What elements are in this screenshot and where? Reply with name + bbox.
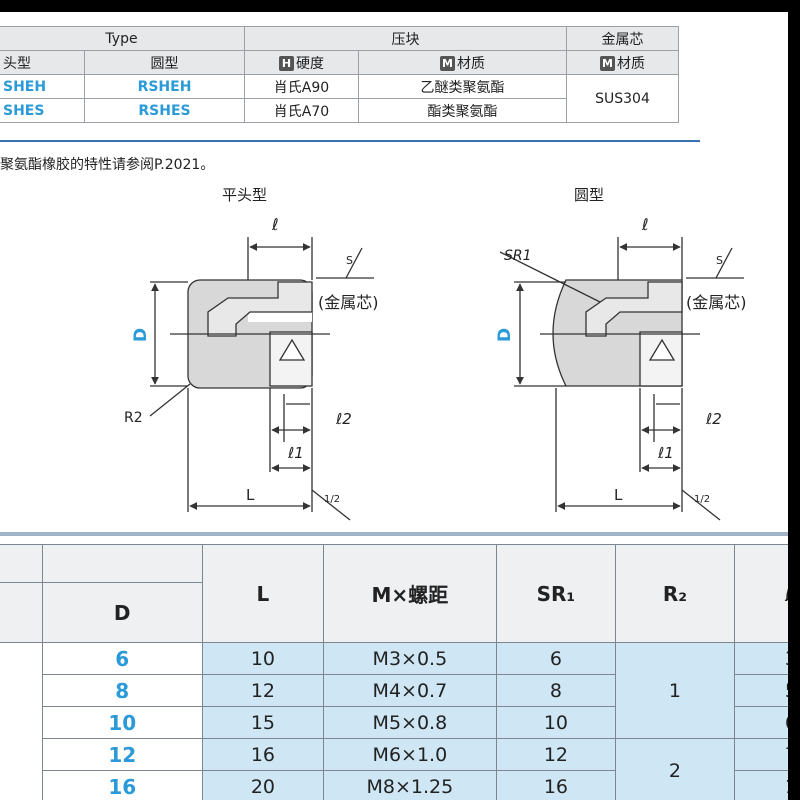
round-head-drawing: 圆型 ℓ SR1 D S (金属芯) ℓ2 ℓ1 (495, 186, 747, 521)
flat-head-title: 平头型 (222, 186, 267, 204)
R2-header: R₂ (614, 544, 735, 643)
D-value: 10 (41, 706, 203, 739)
L-header: L (201, 544, 324, 643)
M-value: M6×1.0 (322, 738, 497, 771)
round-type-code: RSHEH (84, 74, 245, 99)
round-type-subheader: 圆型 (84, 50, 245, 75)
L-value: 12 (201, 674, 324, 707)
flat-l1-label: ℓ1 (287, 444, 304, 462)
flat-D-dimension: D (131, 328, 151, 342)
R2-value: 1 (614, 642, 735, 739)
technical-drawings: 平头型 ℓ D S (金属芯) R2 ℓ2 (124, 186, 747, 521)
flat-type-code: SHES (0, 98, 85, 123)
flat-l-dimension: ℓ (271, 215, 279, 234)
hardness-badge-icon: H (279, 56, 294, 71)
round-metal-core-label: (金属芯) (686, 293, 747, 312)
dimension-table: L M×螺距 SR₁ R₂ ℓ D 6 10 M3×0.5 6 1 3 8 12… (0, 544, 799, 800)
press-block-header: 压块 (244, 26, 567, 51)
M-value: M8×1.25 (322, 770, 497, 800)
M-pitch-header: M×螺距 (322, 544, 497, 643)
core-material-label: 材质 (617, 55, 645, 72)
round-D-dimension: D (495, 328, 515, 342)
round-type-code: RSHES (84, 98, 245, 123)
round-l1-label: ℓ1 (657, 444, 674, 462)
SR1-header: SR₁ (495, 544, 616, 643)
round-half-label: 1/2 (694, 494, 710, 505)
core-material-badge-icon: M (600, 56, 615, 71)
core-material-value: SUS304 (566, 74, 679, 123)
flat-surface-mark: S (346, 254, 353, 267)
material-value: 酯类聚氨酯 (358, 98, 567, 123)
D-value: 16 (41, 770, 203, 800)
SR1-value: 6 (495, 642, 616, 675)
table-bottom-rule (0, 140, 700, 142)
D-value: 8 (41, 674, 203, 707)
L-value: 16 (201, 738, 324, 771)
flat-type-subheader: 头型 (0, 50, 85, 75)
blank-header-cell (41, 544, 203, 583)
M-value: M5×0.8 (322, 706, 497, 739)
L-value: 15 (201, 706, 324, 739)
hardness-label: 硬度 (296, 55, 324, 72)
reference-note: 聚氨酯橡胶的特性请参阅P.2021。 (0, 157, 215, 173)
table-row: 10 15 M5×0.8 10 6 (0, 706, 799, 739)
table-row: 6 10 M3×0.5 6 1 3 (0, 642, 799, 800)
round-surface-mark: S (716, 254, 723, 267)
SR1-value: 8 (495, 674, 616, 707)
round-head-title: 圆型 (574, 186, 604, 204)
SR1-value: 12 (495, 738, 616, 771)
blank-cell (0, 642, 43, 800)
round-SR1-label: SR1 (504, 248, 532, 264)
flat-type-code: SHEH (0, 74, 85, 99)
round-l2-label: ℓ2 (705, 410, 722, 428)
D-value: 12 (41, 738, 203, 771)
flat-R2-label: R2 (124, 410, 143, 426)
round-L-dimension: L (614, 486, 623, 504)
blank-header-cell (0, 582, 43, 643)
section-separator (0, 532, 788, 536)
M-value: M3×0.5 (322, 642, 497, 675)
l-value: 5 (733, 674, 799, 707)
SR1-value: 10 (495, 706, 616, 739)
flat-head-drawing: 平头型 ℓ D S (金属芯) R2 ℓ2 (124, 186, 379, 521)
material-badge-icon: M (440, 56, 455, 71)
type-header: Type (0, 26, 245, 51)
flat-L-dimension: L (246, 486, 255, 504)
R2-value: 2 (614, 738, 735, 800)
L-value: 10 (201, 642, 324, 675)
hardness-value: 肖氏A90 (244, 74, 359, 99)
flat-l2-label: ℓ2 (335, 410, 352, 428)
flat-metal-core-label: (金属芯) (318, 293, 379, 312)
M-value: M4×0.7 (322, 674, 497, 707)
table-row: 12 16 M6×1.0 12 2 7 (0, 738, 799, 800)
table-row: 16 20 M8×1.25 16 1 (0, 770, 799, 800)
L-value: 20 (201, 770, 324, 800)
material-label: 材质 (457, 55, 485, 72)
D-value: 6 (41, 642, 203, 675)
material-value: 乙醚类聚氨酯 (358, 74, 567, 99)
l-value: 7 (733, 738, 799, 771)
SR1-value: 16 (495, 770, 616, 800)
flat-half-label: 1/2 (324, 494, 340, 505)
round-l-dimension: ℓ (641, 215, 649, 234)
blank-header-cell (0, 544, 43, 583)
window-frame-edge (788, 12, 800, 800)
hardness-value: 肖氏A70 (244, 98, 359, 123)
metal-core-header: 金属芯 (566, 26, 679, 51)
D-header: D (41, 582, 203, 643)
